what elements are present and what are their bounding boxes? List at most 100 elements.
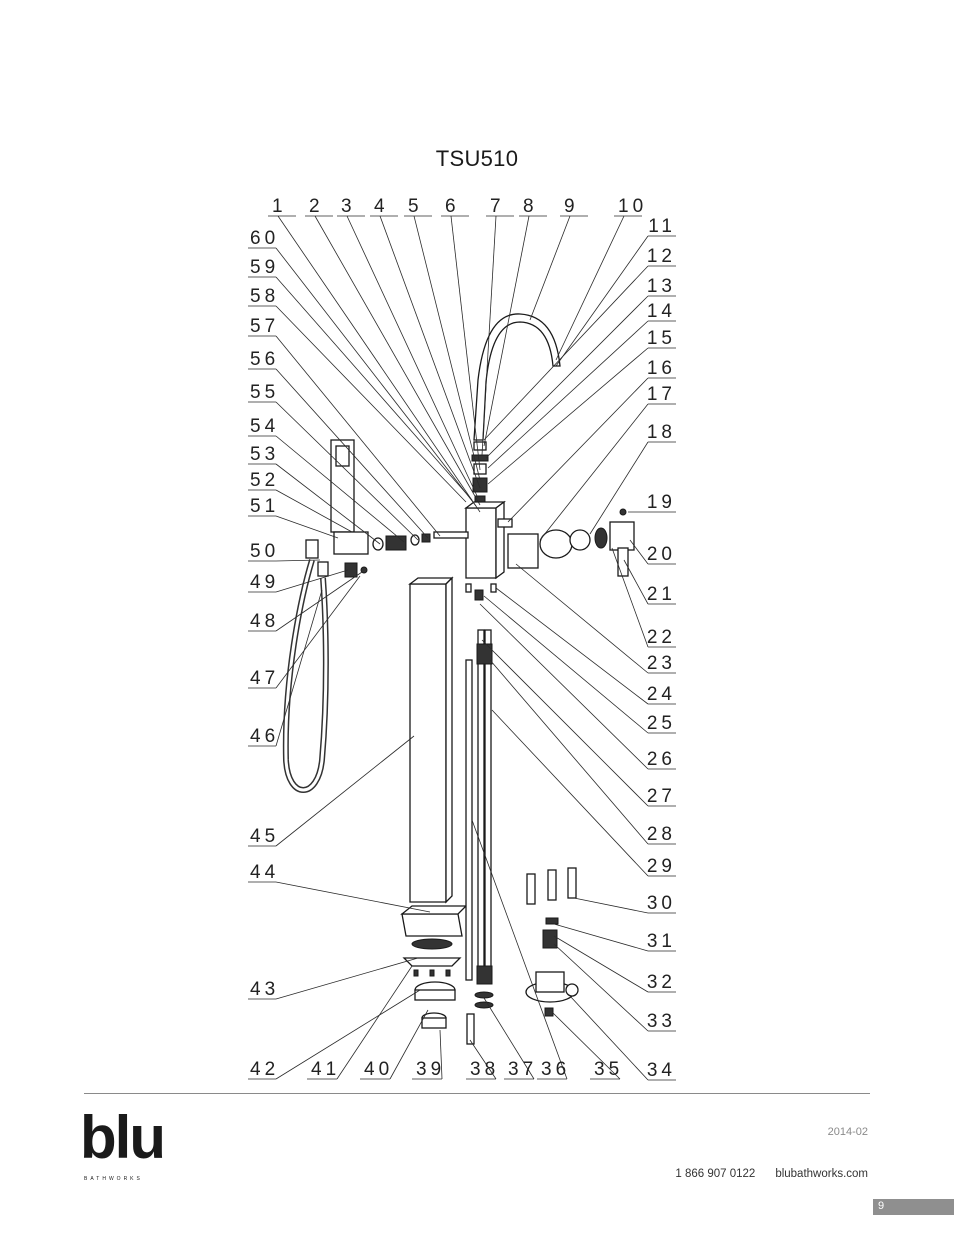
base-gasket-part [411,938,453,950]
leader-line-13 [485,295,649,459]
anchor-bolt-2-part [547,869,557,901]
spout-fitting-part [473,441,487,451]
part-label-21: 21 [647,584,676,605]
handle-lever-part [617,547,629,577]
holder-nut-part [385,535,407,551]
rough-in-body-part [535,971,565,993]
part-label-11: 11 [648,216,676,237]
leader-line-24 [495,587,649,705]
handshower-holder-part [333,531,369,555]
leader-line-49 [275,569,349,593]
leader-line-16 [507,377,649,523]
part-label-48: 48 [250,611,279,632]
set-screw-part [619,508,627,516]
leader-line-26 [479,603,649,770]
part-label-37: 37 [508,1059,537,1080]
page-number: 9 [878,1200,885,1212]
column-side-part [445,576,453,904]
supply-pipe-mid-part [477,629,485,981]
part-label-49: 49 [250,572,279,593]
website-link[interactable]: blubathworks.com [775,1168,868,1180]
part-label-26: 26 [647,749,676,770]
leader-line-28 [489,659,649,845]
leader-line-44 [275,881,431,913]
part-label-25: 25 [647,713,676,734]
leader-line-12 [483,265,649,441]
part-label-59: 59 [250,257,279,278]
leader-line-38 [469,1039,497,1080]
part-label-14: 14 [647,301,676,322]
supply-pipe-right-part [484,629,492,981]
valve-body-side-part [495,500,505,580]
leader-line-33 [553,943,649,1032]
part-label-31: 31 [647,931,676,952]
anchor-bolt-3-part [567,867,577,899]
leader-line-39 [439,1029,443,1080]
leader-line-31 [553,923,649,952]
leader-line-15 [487,347,649,485]
leader-line-54 [275,435,405,543]
leader-line-22 [611,547,649,648]
cartridge-nut-part [594,527,608,549]
bottom-screw-left-part [465,583,472,593]
part-label-38: 38 [470,1059,499,1080]
part-label-34: 34 [647,1060,676,1081]
part-label-36: 36 [541,1059,570,1080]
leader-line-30 [573,897,649,914]
part-label-3: 3 [341,196,356,217]
cartridge-housing-part [507,533,539,569]
leader-line-40 [389,1009,429,1080]
hose-part [282,559,329,793]
part-label-10: 10 [618,196,647,217]
base-plate-part [402,957,462,967]
leader-lines [275,215,649,1081]
leader-line-20 [629,539,649,565]
leader-line-29 [491,709,649,877]
leader-line-11 [555,235,649,367]
leader-line-18 [589,441,649,535]
part-label-6: 6 [445,196,460,217]
leader-line-4 [379,215,481,489]
part-label-52: 52 [250,470,279,491]
leader-line-25 [483,595,649,734]
holder-washer-part [410,534,420,546]
hose-connector-part [344,562,358,578]
spout-nut-part [472,477,488,493]
leader-line-9 [529,215,571,321]
leader-line-23 [515,563,649,674]
leader-line-3 [346,215,479,499]
contact-info: 1 866 907 0122 blubathworks.com [655,1168,868,1180]
leader-line-56 [275,368,429,539]
pipe-nipple-part [466,1013,475,1045]
part-label-28: 28 [647,824,676,845]
brand-logo: blu [80,1104,166,1171]
part-label-45: 45 [250,826,279,847]
hose-washer-part [360,566,368,574]
part-label-4: 4 [374,196,389,217]
part-label-55: 55 [250,382,279,403]
phone-number: 1 866 907 0122 [675,1168,756,1180]
part-label-12: 12 [647,246,676,267]
part-label-20: 20 [647,544,676,565]
leader-line-32 [553,935,649,993]
leader-line-55 [275,401,419,541]
leader-line-50 [275,559,321,562]
part-label-29: 29 [647,856,676,877]
leader-line-47 [275,575,361,689]
base-cover-top-part [400,905,468,915]
part-label-1: 1 [272,196,287,217]
part-label-13: 13 [647,276,676,297]
hose-end-bottom-part [317,561,329,577]
leader-line-37 [483,997,535,1080]
leader-line-5 [413,215,481,481]
part-label-50: 50 [250,541,279,562]
leader-line-58 [275,305,467,503]
leader-line-10 [555,215,625,361]
part-label-54: 54 [250,416,279,437]
part-label-17: 17 [647,384,676,405]
part-label-41: 41 [311,1059,340,1080]
column-top-part [408,577,454,585]
part-label-19: 19 [647,492,676,513]
part-label-60: 60 [250,228,279,249]
holder-fitting-part [421,533,431,543]
